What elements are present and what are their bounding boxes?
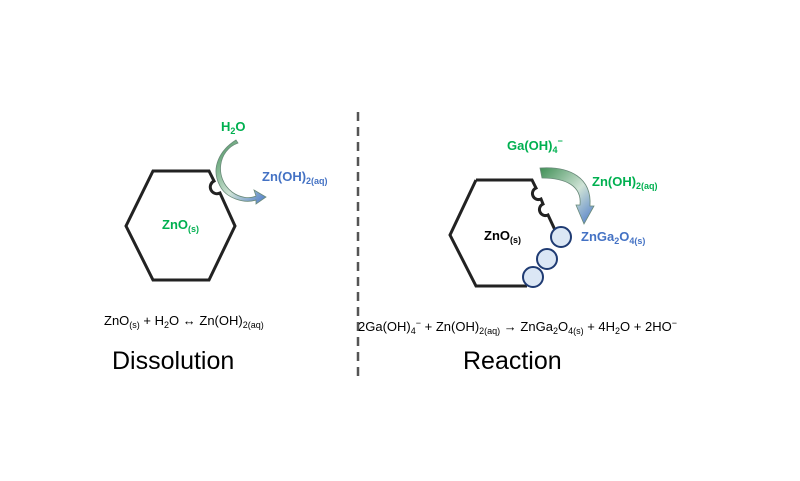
zinc-gallate-label: ZnGa2O4(s) [581, 229, 645, 246]
dissolution-equation: ZnO(s) + H2O ↔ Zn(OH)2(aq) [104, 313, 264, 330]
curved-arrow-icon [539, 167, 595, 225]
zngao-particle [536, 248, 558, 270]
zngao-particle [522, 266, 544, 288]
zno-crystal-hexagon-reacting [448, 178, 557, 288]
zinc-hydroxide-label: Zn(OH)2(aq) [262, 169, 328, 186]
reaction-title: Reaction [463, 347, 562, 375]
gallate-label: Ga(OH)4− [507, 136, 563, 155]
water-label: H2O [221, 119, 246, 136]
zno-crystal-hexagon [124, 169, 237, 282]
curved-arrow-icon [215, 139, 267, 205]
reaction-equation: 2Ga(OH)4− + Zn(OH)2(aq) → ZnGa2O4(s) + 4… [358, 318, 677, 336]
zno-crystal-label: ZnO(s) [484, 228, 521, 245]
dissolution-title: Dissolution [112, 347, 234, 375]
zinc-hydroxide-label: Zn(OH)2(aq) [592, 174, 658, 191]
zngao-particle [550, 226, 572, 248]
zno-crystal-label: ZnO(s) [162, 217, 199, 234]
